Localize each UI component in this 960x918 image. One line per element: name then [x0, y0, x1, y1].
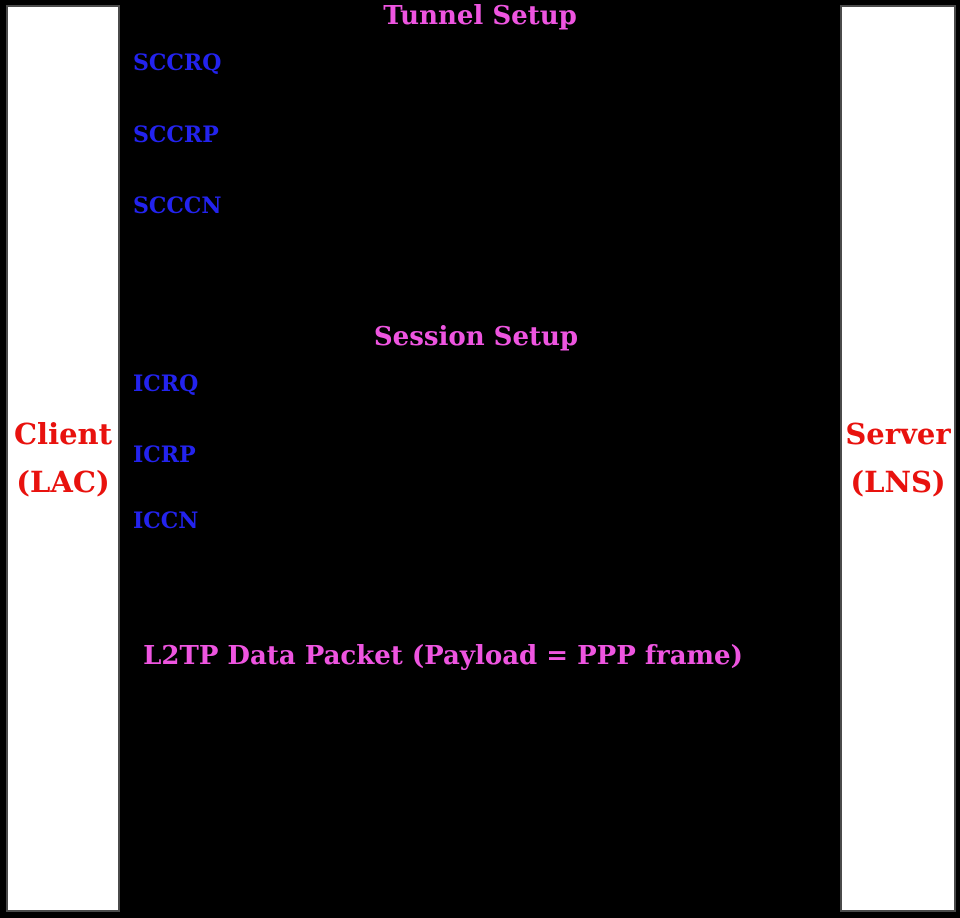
message-label-sccrp: SCCRP [133, 122, 219, 148]
section-header-tunnel-setup: Tunnel Setup [383, 1, 577, 31]
participant-client-name: Client [13, 417, 113, 451]
message-label-sccrq: SCCRQ [133, 50, 222, 76]
message-label-iccn: ICCN [133, 508, 199, 534]
participant-lifeline-server [840, 5, 956, 912]
section-header-session-setup: Session Setup [373, 322, 579, 352]
message-label-icrq: ICRQ [133, 371, 199, 397]
message-label-icrp: ICRP [133, 442, 196, 468]
participant-server-role: (LNS) [850, 465, 946, 499]
participant-server-name: Server [845, 417, 951, 451]
section-header-l2tp-data-packet: L2TP Data Packet (Payload = PPP frame) [143, 641, 743, 671]
participant-client-role: (LAC) [16, 465, 110, 499]
participant-lifeline-client [6, 5, 120, 912]
message-label-scccn: SCCCN [133, 193, 222, 219]
